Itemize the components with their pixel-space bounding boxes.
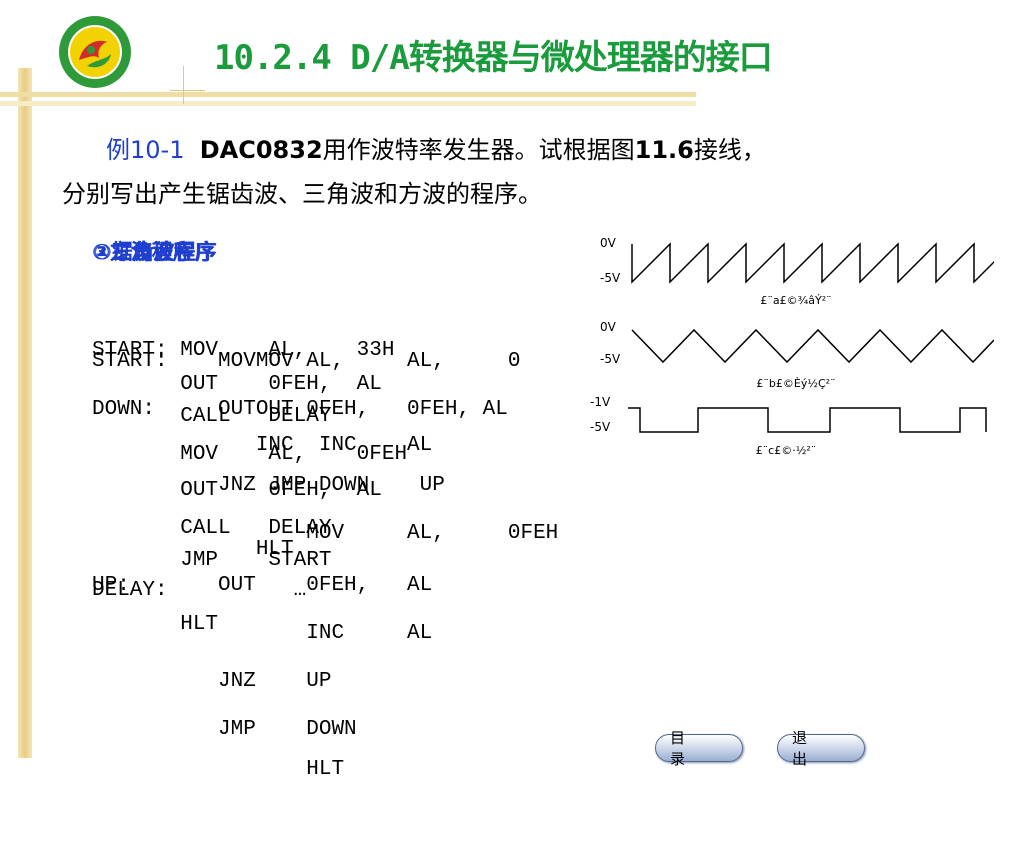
code-line: HLT [92,613,219,636]
label-neg5v-b: -5V [600,352,621,366]
code-line: DOWN: OUTOUT 0FEH, 0FEH, AL [92,398,508,421]
code-triangle-wave-a: START: MOVMOV AL, AL, 0 DOWN: OUTOUT 0FEH… [92,290,558,622]
page-title: 10.2.4 D/A转换器与微处理器的接口 [214,38,773,78]
code-line: MOV AL, 0FEH [92,443,408,466]
code-line: DELAY: … [92,579,307,602]
square-wave [628,407,987,433]
code-line: JMP DOWN [92,718,357,741]
code-line: OUT 0FEH, AL [92,479,382,502]
subtitle-triangle-wave: ②三角波程序 [93,240,216,264]
intro-line-1: 例10-1 DAC0832用作波特率发生器。试根据图11.6接线， [106,130,766,165]
subtitle-square-wave: ③方波程序 [92,240,194,264]
label-neg5v-c: -5V [590,420,611,434]
code-line: START: MOV AL, 33H [92,339,395,362]
decor-cross-vertical [183,66,184,104]
decor-cross-horizontal [170,90,205,91]
figure-ref: 11.6 [634,136,694,164]
label-0v-b: 0V [600,320,617,334]
sawtooth-wave [631,242,994,284]
code-line: JMP START [92,549,332,572]
code-line: JNZ JMP DOWN UP [92,474,445,497]
code-line: JNZ UP [92,670,332,693]
left-decor-bar [18,68,32,758]
code-line: UP: OUT 0FEH, AL [92,574,433,597]
code-line: START: MOVMOV AL, AL, 0 [92,350,521,373]
label-neg1v-c: -1V [590,395,611,409]
exit-button[interactable]: 退 出 [777,729,865,768]
label-neg5v-a: -5V [600,271,621,285]
code-line: CALL DELAY [92,405,332,428]
code-line: OUT 0FEH, AL [92,373,382,396]
code-line: INC INC AL [92,434,433,457]
caption-b: £¨b£©Èý½Ç²¨ [756,377,835,390]
university-logo-icon [59,16,131,88]
top-decor-line-light [0,101,696,106]
subtitle-sawtooth-wave: ①锯齿波程序 [94,240,217,264]
code-line: HLT [92,758,345,781]
intro-line-2: 分别写出产生锯齿波、三角波和方波的程序。 [62,180,542,208]
caption-c: £¨c£©·½²¨ [756,444,817,457]
caption-a: £¨a£©¾âÝ²¨ [760,294,831,307]
label-0v-a: 0V [600,236,617,250]
toc-button[interactable]: 目 录 [655,729,743,768]
code-line: MOV AL, 0FEH [92,522,559,545]
code-line: HLT [92,538,294,561]
waveform-figure: 0V -5V 0V -5V -1V -5V £¨a£©¾âÝ²¨ £¨b£©Èý… [590,236,994,457]
intro-text-1b: 接线， [693,136,766,164]
triangle-wave [631,328,994,364]
code-triangle-wave-b: UP: OUT 0FEH, AL INC AL JNZ UP JMP DOWN … [92,514,432,842]
example-label: 例10-1 [106,136,185,164]
chip-name: DAC0832 [199,136,323,164]
code-square-wave: START: MOV AL, 33H OUT 0FEH, AL CALL DEL… [92,282,407,694]
intro-text-1a: 用作波特率发生器。试根据图 [322,136,635,164]
code-line: INC AL [92,622,433,645]
code-line: CALL DELAY [92,517,332,540]
top-decor-line [0,92,696,97]
